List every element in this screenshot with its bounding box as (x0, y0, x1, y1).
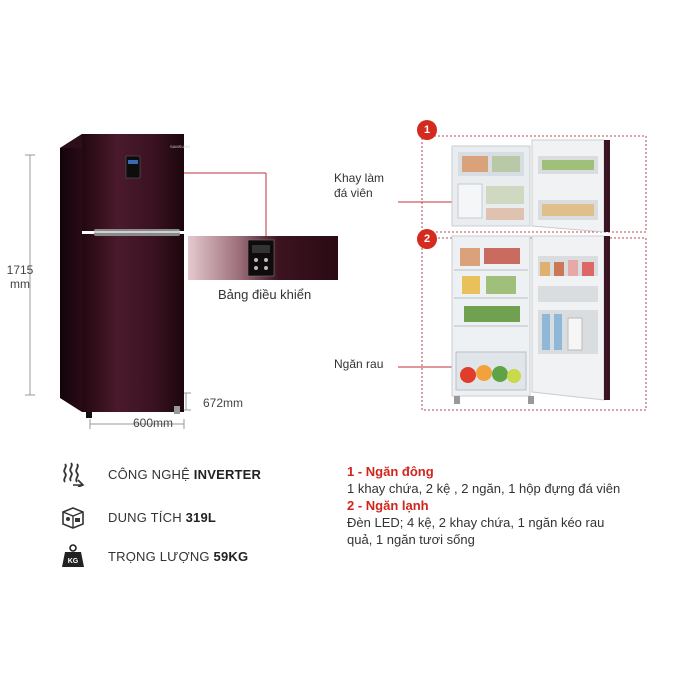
compartment-descriptions: 1 - Ngăn đông 1 khay chứa, 2 kệ , 2 ngăn… (347, 463, 647, 548)
width-label: 600mm (133, 416, 174, 430)
ice-tray-callout: Khay làm đá viên (334, 171, 384, 201)
control-panel-label: Bảng điều khiển (218, 287, 312, 302)
height-label: 1715 mm (6, 263, 34, 291)
ice-tray-line2: đá viên (334, 186, 373, 200)
freezer-title: 1 - Ngăn đông (347, 464, 434, 479)
inverter-icon (60, 461, 86, 487)
control-panel-zoom (188, 236, 338, 280)
fridge-title: 2 - Ngăn lạnh (347, 498, 429, 513)
capacity-icon (60, 504, 86, 530)
fridge-badge: 2 (417, 229, 437, 249)
ice-tray-line1: Khay làm (334, 171, 385, 185)
depth-label: 672mm (203, 396, 244, 410)
fridge-description: Đèn LED; 4 kệ, 2 khay chứa, 1 ngăn kéo r… (347, 515, 605, 547)
spec-weight: KG TRỌNG LƯỢNG 59KG (60, 543, 248, 569)
freezer-description: 1 khay chứa, 2 kệ , 2 ngăn, 1 hộp đựng đ… (347, 481, 621, 496)
spec-inverter-value: INVERTER (193, 466, 262, 482)
weight-icon: KG (60, 543, 86, 569)
height-value: 1715 (6, 263, 34, 277)
veg-drawer-callout: Ngăn rau (334, 357, 384, 371)
open-fridge-image (421, 135, 647, 411)
closed-fridge-image: SAMSUNG (60, 134, 190, 418)
spec-capacity-value: 319L (185, 509, 217, 525)
freezer-badge: 1 (417, 120, 437, 140)
spec-capacity-label: DUNG TÍCH (108, 509, 186, 525)
spec-inverter-label: CÔNG NGHỆ (108, 466, 194, 482)
spec-weight-label: TRỌNG LƯỢNG (108, 548, 214, 564)
spec-weight-value: 59KG (213, 548, 249, 564)
spec-capacity: DUNG TÍCH 319L (60, 504, 216, 530)
height-unit: mm (10, 277, 30, 291)
svg-text:SAMSUNG: SAMSUNG (170, 144, 190, 149)
weight-icon-text: KG (68, 558, 79, 565)
spec-inverter: CÔNG NGHỆ INVERTER (60, 461, 261, 487)
